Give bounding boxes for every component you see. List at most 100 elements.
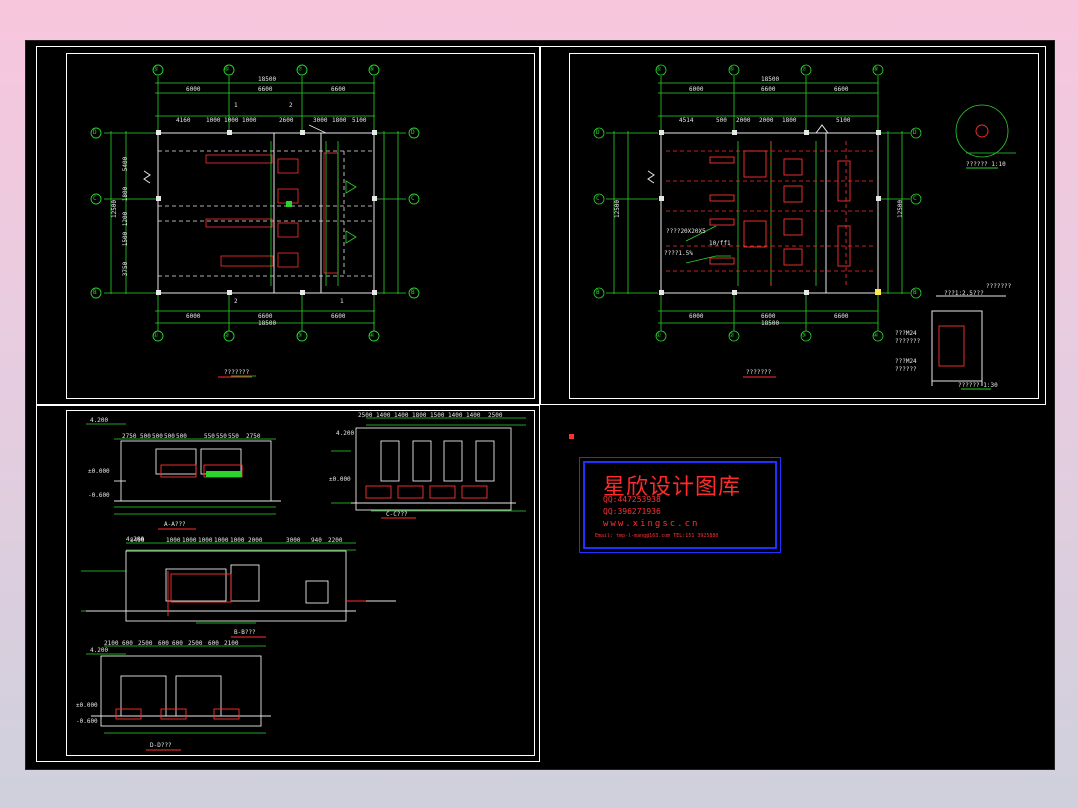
elev-c-title: C-C???: [386, 511, 408, 518]
plan2-section-label-1: ???1:2.5???: [944, 290, 984, 297]
elev-d-level-low: -0.600: [76, 718, 98, 725]
plan2-axis-right-c: C: [913, 195, 917, 202]
elev-a-dim-1: 2750: [122, 433, 137, 440]
plan1-title: ???????: [224, 369, 250, 376]
plan2-section-title: ?????? 1:30: [958, 382, 998, 389]
plan2-section-label-6: ??????: [895, 366, 917, 373]
plan1-axis-left-b: B: [93, 289, 97, 296]
plan1-axis-left-c: C: [93, 195, 97, 202]
elev-a-dim-2: 500: [140, 433, 151, 440]
plan1-axis-right-c: C: [411, 195, 415, 202]
plan2-note-2: ????1.5%: [664, 250, 693, 257]
elev-a-level-mid: ±0.000: [88, 468, 110, 475]
elev-a-level-top: 4.200: [90, 417, 109, 424]
plan1-bubble-4: 1: [340, 298, 344, 305]
elev-b-dim-2: 1000: [166, 537, 181, 544]
elevations-sheet-border: [66, 410, 535, 756]
plan2-subdim-4: 2000: [759, 117, 774, 124]
elev-c-dim-2: 1400: [376, 412, 391, 419]
plan1-subdim-4: 1000: [242, 117, 257, 124]
elev-a-title: A-A???: [164, 521, 186, 528]
elev-c-level-top: 4.200: [336, 430, 355, 437]
logo-url: www.xingsc.cn: [603, 519, 700, 529]
plan1-subdim-3: 1000: [224, 117, 239, 124]
plan1-bottom-dim-1: 6000: [186, 313, 201, 320]
plan2-section-label-5: ???M24: [895, 358, 917, 365]
elev-c-dim-7: 1400: [466, 412, 481, 419]
plan1-bottom-total: 18500: [258, 320, 277, 327]
elev-c-dim-3: 1400: [394, 412, 409, 419]
watermark-logo-box: 星欣设计图库 QQ:447253938 QQ:396271936 www.xin…: [579, 457, 781, 553]
elev-c-dim-8: 2500: [488, 412, 503, 419]
plan2-bottom-total: 18500: [761, 320, 780, 327]
logo-name: 星欣设计图库: [603, 475, 742, 500]
plan1-drawing: [90, 64, 420, 378]
plan1-axis-bottom-1: ①: [153, 332, 159, 339]
plan1-axis-bottom-3: ③: [297, 332, 303, 339]
plan1-subdim-6: 3000: [313, 117, 328, 124]
elevations-drawing: [81, 417, 526, 751]
elev-d-level-mid: ±0.000: [76, 702, 98, 709]
elev-a-dim-9: 2750: [246, 433, 261, 440]
plan1-subdim-1: 4160: [176, 117, 191, 124]
plan2-sheet-border: [569, 53, 1039, 399]
plan2-total-width: 18500: [761, 76, 780, 83]
plan1-bubble-2: 2: [289, 102, 293, 109]
elev-b-dim-3: 1000: [182, 537, 197, 544]
plan2-axis-top-6: ⑥: [729, 66, 735, 73]
elev-b-dim-1: 8400: [130, 537, 145, 544]
elev-a-level-low: -0.600: [88, 492, 110, 499]
plan1-subdim-5: 2600: [279, 117, 294, 124]
plan2-axis-top-5: ⑤: [656, 66, 662, 73]
elev-c-dim-6: 1400: [448, 412, 463, 419]
plan1-total-width: 18500: [258, 76, 277, 83]
elev-d-dim-4: 600: [158, 640, 169, 647]
elev-b-dim-10: 2200: [328, 537, 343, 544]
plan1-sheet-border: [66, 53, 535, 399]
elev-d-dim-1: 2100: [104, 640, 119, 647]
elev-d-dim-3: 2500: [138, 640, 153, 647]
plan2-bottom-dim-1: 6000: [689, 313, 704, 320]
plan2-subdim-5: 1800: [782, 117, 797, 124]
plan2-axis-top-8: ⑧: [873, 66, 879, 73]
elev-a-dim-7: 550: [216, 433, 227, 440]
elev-d-level-top: 4.200: [90, 647, 109, 654]
plan1-bottom-dim-2: 6600: [258, 313, 273, 320]
plan1-axis-top-7: ⑦: [297, 66, 303, 73]
plan2-note-3: 10/ff1: [709, 240, 731, 247]
plan2-section-label-2: ???????: [986, 283, 1012, 290]
plan1-subdim-2: 1000: [206, 117, 221, 124]
red-marker: [569, 434, 574, 439]
elev-b-dim-4: 1000: [198, 537, 213, 544]
plan1-axis-top-8: ⑧: [369, 66, 375, 73]
plan2-axis-bottom-3: ③: [801, 332, 807, 339]
elev-b-dim-9: 940: [311, 537, 322, 544]
plan2-dim-3: 6600: [834, 86, 849, 93]
elev-c-dim-4: 1800: [412, 412, 427, 419]
plan2-bottom-dim-3: 6600: [834, 313, 849, 320]
elev-a-dim-5: 500: [176, 433, 187, 440]
elev-d-dim-7: 600: [208, 640, 219, 647]
elev-d-title: D-D???: [150, 742, 172, 749]
elev-b-dim-5: 1000: [214, 537, 229, 544]
plan2-axis-bottom-4: ④: [873, 332, 879, 339]
plan1-axis-right-b: B: [411, 289, 415, 296]
plan1-bubble-1: 1: [234, 102, 238, 109]
elev-c-dim-1: 2500: [358, 412, 373, 419]
plan2-subdim-6: 5100: [836, 117, 851, 124]
plan2-axis-right-b: B: [913, 289, 917, 296]
plan2-axis-bottom-2: ②: [729, 332, 735, 339]
elev-d-dim-5: 600: [172, 640, 183, 647]
elev-d-dim-8: 2100: [224, 640, 239, 647]
elev-c-dim-5: 1500: [430, 412, 445, 419]
elev-a-dim-3: 500: [152, 433, 163, 440]
plan1-axis-left-d: D: [93, 129, 97, 136]
plan1-dim-1: 6000: [186, 86, 201, 93]
elev-b-dim-6: 1000: [230, 537, 245, 544]
plan1-axis-right-d: D: [411, 129, 415, 136]
plan2-axis-left-d: D: [596, 129, 600, 136]
logo-qq-1: QQ:447253938: [603, 495, 661, 504]
elev-b-dim-8: 3000: [286, 537, 301, 544]
viewport-frame-top-right: [540, 46, 1046, 405]
elev-c-level-mid: ±0.000: [329, 476, 351, 483]
